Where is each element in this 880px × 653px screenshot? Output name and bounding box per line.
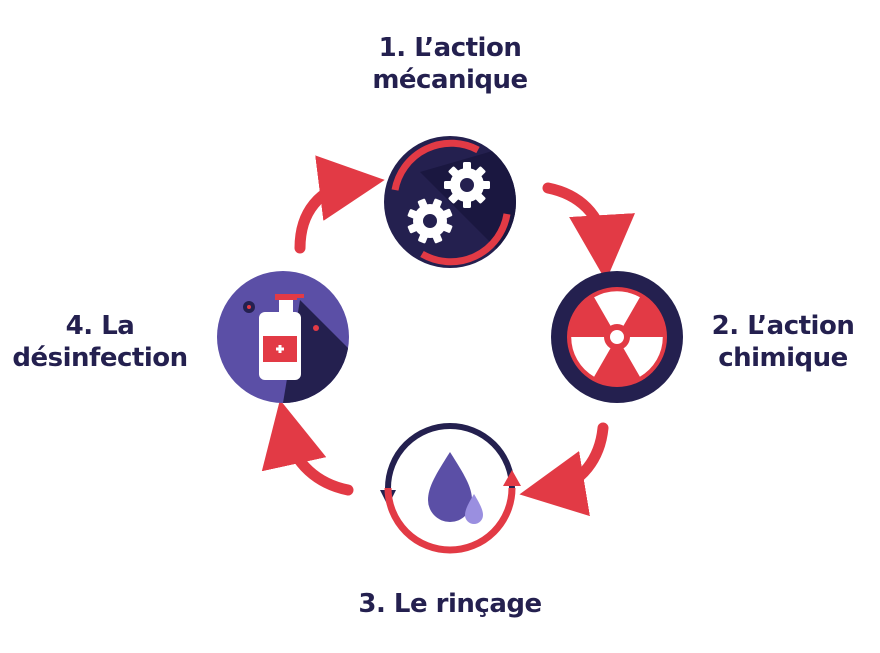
step-3-label: 3. Le rinçage [358, 589, 542, 619]
arrow-3-to-4 [261, 399, 354, 496]
step-2-label: 2. L’action chimique [711, 311, 855, 373]
gears-icon [384, 136, 516, 268]
cycle-arrows [261, 155, 635, 517]
water-drop-icon [380, 423, 521, 554]
arrow-2-to-3 [519, 422, 609, 517]
arrow-1-to-2 [542, 182, 635, 281]
arrow-4-to-1 [294, 155, 385, 254]
chemical-hazard-icon [551, 271, 683, 403]
step-4-label: 4. La désinfection [12, 311, 188, 373]
step-1-label: 1. L’action mécanique [372, 33, 528, 95]
sanitizer-bottle-icon [217, 271, 349, 403]
